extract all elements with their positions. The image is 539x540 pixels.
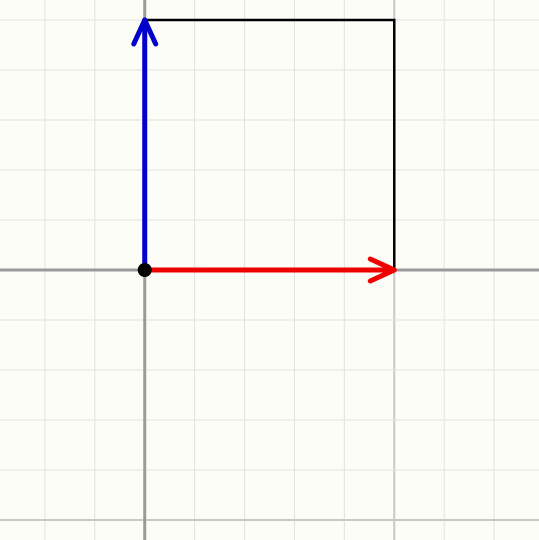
vectors-layer xyxy=(131,17,397,284)
vector-arrow-2 xyxy=(131,17,159,273)
origin-point xyxy=(137,263,152,277)
vector-arrowhead xyxy=(131,17,159,47)
vector-arrow-1 xyxy=(142,256,397,284)
points-layer xyxy=(137,263,152,277)
vector-arrowhead xyxy=(367,256,397,284)
